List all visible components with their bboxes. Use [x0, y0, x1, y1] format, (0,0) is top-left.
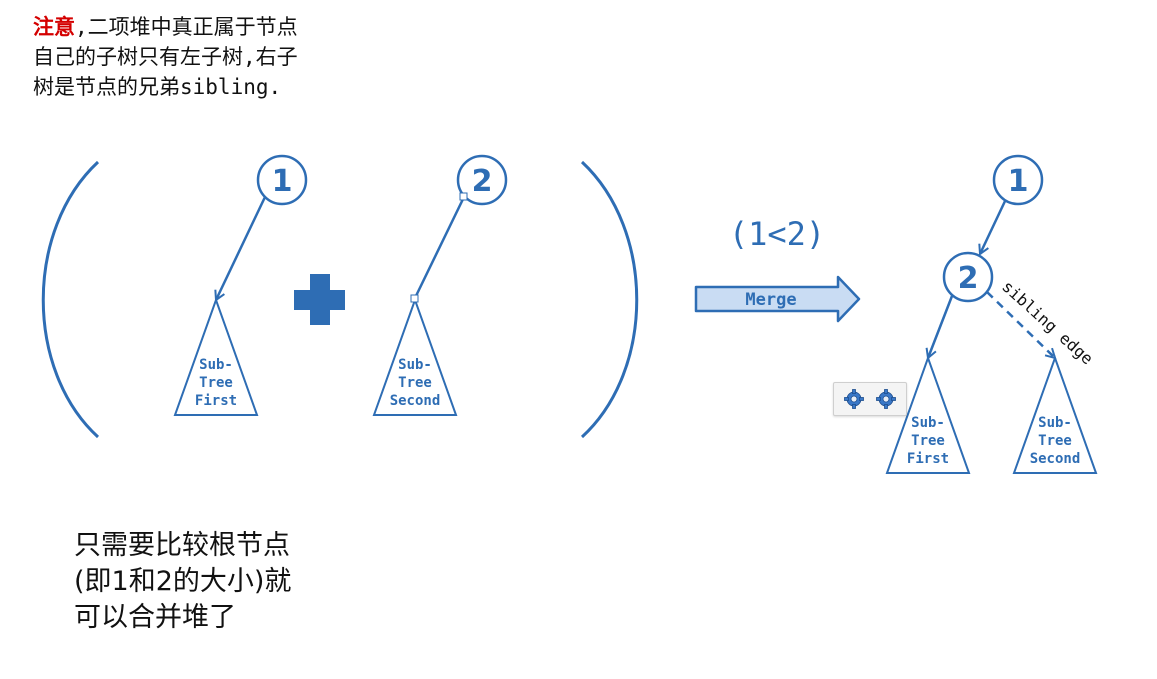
edge-handle-start[interactable]: [459, 192, 468, 201]
edge-handle-end[interactable]: [410, 294, 419, 303]
left-node-1[interactable]: [256, 154, 308, 206]
left-node-1-label: 1: [272, 164, 293, 199]
right-subtree-second-line-1: Sub-: [1038, 415, 1072, 431]
right-subtree-first-line-3: First: [907, 451, 949, 467]
right-node-1[interactable]: [992, 154, 1044, 206]
right-paren: [580, 160, 639, 439]
right-subtree-first: [885, 355, 971, 474]
floating-toolbar: [833, 382, 907, 416]
bottom-note-line-1: 只需要比较根节点: [74, 530, 290, 561]
left-edge-2: [413, 196, 466, 299]
merge-arrow: [694, 275, 861, 323]
right-node-2[interactable]: [942, 251, 994, 303]
right-node-2-label: 2: [958, 261, 979, 296]
gear-icon[interactable]: [873, 386, 899, 412]
note-line-1: 注意,二项堆中真正属于节点: [33, 12, 353, 42]
left-subtree-second-line-3: Second: [390, 393, 441, 409]
right-edge-2-first: [928, 295, 954, 358]
right-subtree-first-line-2: Tree: [911, 433, 945, 449]
bottom-note: 只需要比较根节点 (即1和2的大小)就 可以合并堆了: [74, 528, 374, 636]
left-edge-1: [216, 196, 267, 300]
gear-icon[interactable]: [841, 386, 867, 412]
left-node-2-label: 2: [472, 164, 493, 199]
left-paren: [41, 160, 100, 439]
left-node-2[interactable]: [456, 154, 508, 206]
note-line-1-rest: ,二项堆中真正属于节点: [75, 15, 298, 39]
sibling-edge: [986, 291, 1055, 358]
right-node-1-label: 1: [1008, 164, 1029, 199]
bottom-note-line-3: 可以合并堆了: [74, 602, 236, 633]
right-edge-1-2: [980, 198, 1008, 254]
note-line-2: 自己的子树只有左子树,右子: [33, 45, 298, 69]
note-text: 注意,二项堆中真正属于节点 自己的子树只有左子树,右子 树是节点的兄弟sibli…: [33, 12, 353, 102]
left-subtree-second-line-1: Sub-: [398, 357, 432, 373]
right-subtree-second-line-2: Tree: [1038, 433, 1072, 449]
right-subtree-second-line-3: Second: [1030, 451, 1081, 467]
left-subtree-first-line-3: First: [195, 393, 237, 409]
left-subtree-first-line-1: Sub-: [199, 357, 233, 373]
note-warn: 注意: [33, 15, 75, 39]
left-subtree-first-line-2: Tree: [199, 375, 233, 391]
note-line-3: 树是节点的兄弟sibling.: [33, 75, 282, 99]
plus-icon: [294, 274, 345, 325]
sibling-edge-label: sibling edge: [998, 277, 1097, 368]
left-subtree-second-line-2: Tree: [398, 375, 432, 391]
right-subtree-second: [1012, 355, 1098, 474]
merge-label: Merge: [745, 290, 796, 310]
bottom-note-line-2: (即1和2的大小)就: [74, 566, 292, 597]
compare-label: (1<2): [729, 215, 825, 253]
left-subtree-second: [372, 297, 458, 416]
right-subtree-first-line-1: Sub-: [911, 415, 945, 431]
left-subtree-first: [173, 297, 259, 416]
